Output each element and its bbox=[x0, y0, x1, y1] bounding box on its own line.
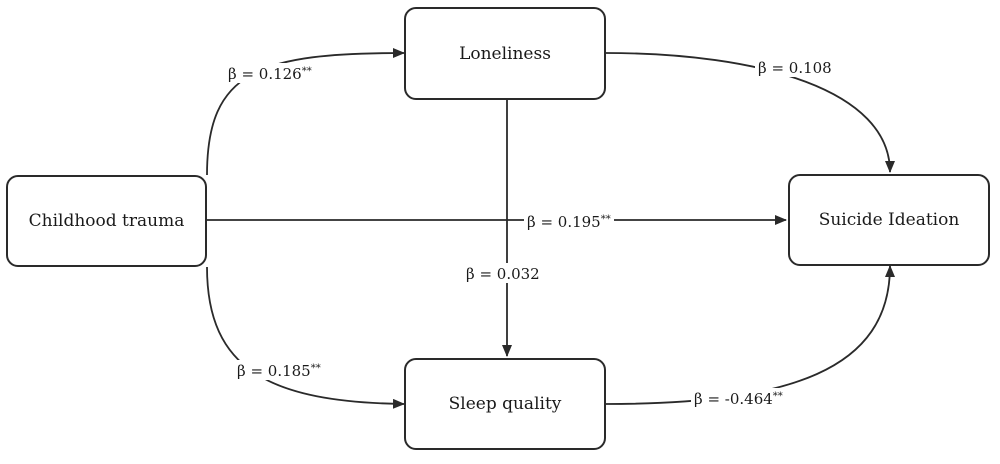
beta-value: β = -0.464 bbox=[694, 390, 773, 408]
significance-marker: ** bbox=[772, 391, 783, 402]
beta-value: β = 0.126 bbox=[228, 65, 302, 83]
node-suicide-ideation-label: Suicide Ideation bbox=[818, 210, 960, 230]
beta-trauma-to-loneliness: β = 0.126** bbox=[225, 63, 315, 83]
beta-value: β = 0.108 bbox=[758, 59, 832, 77]
node-loneliness-label: Loneliness bbox=[459, 43, 551, 64]
beta-trauma-to-suicide: β = 0.195** bbox=[524, 211, 614, 231]
significance-marker: ** bbox=[301, 66, 312, 77]
node-childhood-trauma-label: Childhood trauma bbox=[28, 211, 185, 231]
node-childhood-trauma: Childhood trauma bbox=[6, 175, 207, 267]
node-loneliness: Loneliness bbox=[404, 7, 606, 100]
arrow-sleep-to-suicide bbox=[605, 265, 895, 405]
node-sleep-quality: Sleep quality bbox=[404, 358, 606, 450]
arrow-loneliness-to-suicide bbox=[605, 52, 895, 173]
beta-value: β = 0.185 bbox=[237, 362, 311, 380]
arrow-trauma-to-sleep bbox=[206, 266, 405, 409]
beta-trauma-to-sleep: β = 0.185** bbox=[234, 360, 324, 380]
beta-loneliness-to-suicide: β = 0.108 bbox=[755, 57, 835, 77]
node-sleep-quality-label: Sleep quality bbox=[448, 394, 562, 414]
significance-marker: ** bbox=[600, 214, 611, 225]
beta-value: β = 0.195 bbox=[527, 213, 601, 231]
beta-sleep-to-suicide: β = -0.464** bbox=[691, 388, 786, 408]
node-suicide-ideation: Suicide Ideation bbox=[788, 174, 990, 266]
beta-loneliness-to-sleep: β = 0.032 bbox=[463, 263, 543, 283]
beta-value: β = 0.032 bbox=[466, 265, 540, 283]
significance-marker: ** bbox=[310, 363, 321, 374]
